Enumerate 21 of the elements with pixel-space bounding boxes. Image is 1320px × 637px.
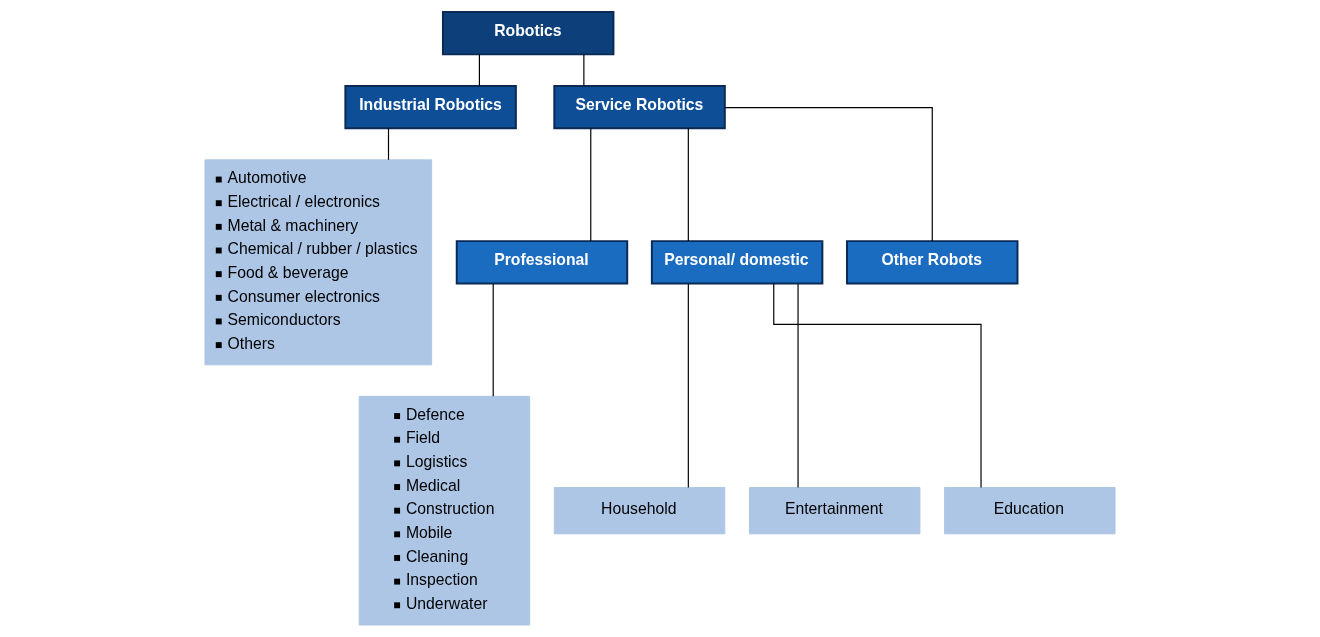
node-box: Personal/ domestic xyxy=(650,240,824,285)
node-box: Defence Field Logistics Medical Construction Mobile Cleaning Inspection Underwater xyxy=(358,395,531,626)
node-box: Education xyxy=(944,487,1116,535)
node-box: Robotics xyxy=(441,11,615,56)
connector xyxy=(773,283,982,489)
node-box: Entertainment xyxy=(748,487,921,535)
node-box: Professional xyxy=(455,240,629,285)
connector xyxy=(687,283,689,489)
node-box: Automotive Electrical / electronics Metal & machinery Chemical / rubber / plastics Food & beverage Consumer electronics Semiconductors Others xyxy=(204,159,433,366)
node-box: Other Robots xyxy=(846,240,1019,285)
connector xyxy=(387,127,390,161)
connector xyxy=(590,127,592,242)
connector xyxy=(583,54,585,87)
connector xyxy=(478,54,480,87)
node-box: Service Robotics xyxy=(553,84,726,130)
node-box: Industrial Robotics xyxy=(344,84,517,130)
connector xyxy=(724,107,933,242)
node-box: Household xyxy=(553,487,726,535)
connector xyxy=(797,283,799,489)
connector xyxy=(687,127,689,242)
connector xyxy=(492,283,494,397)
